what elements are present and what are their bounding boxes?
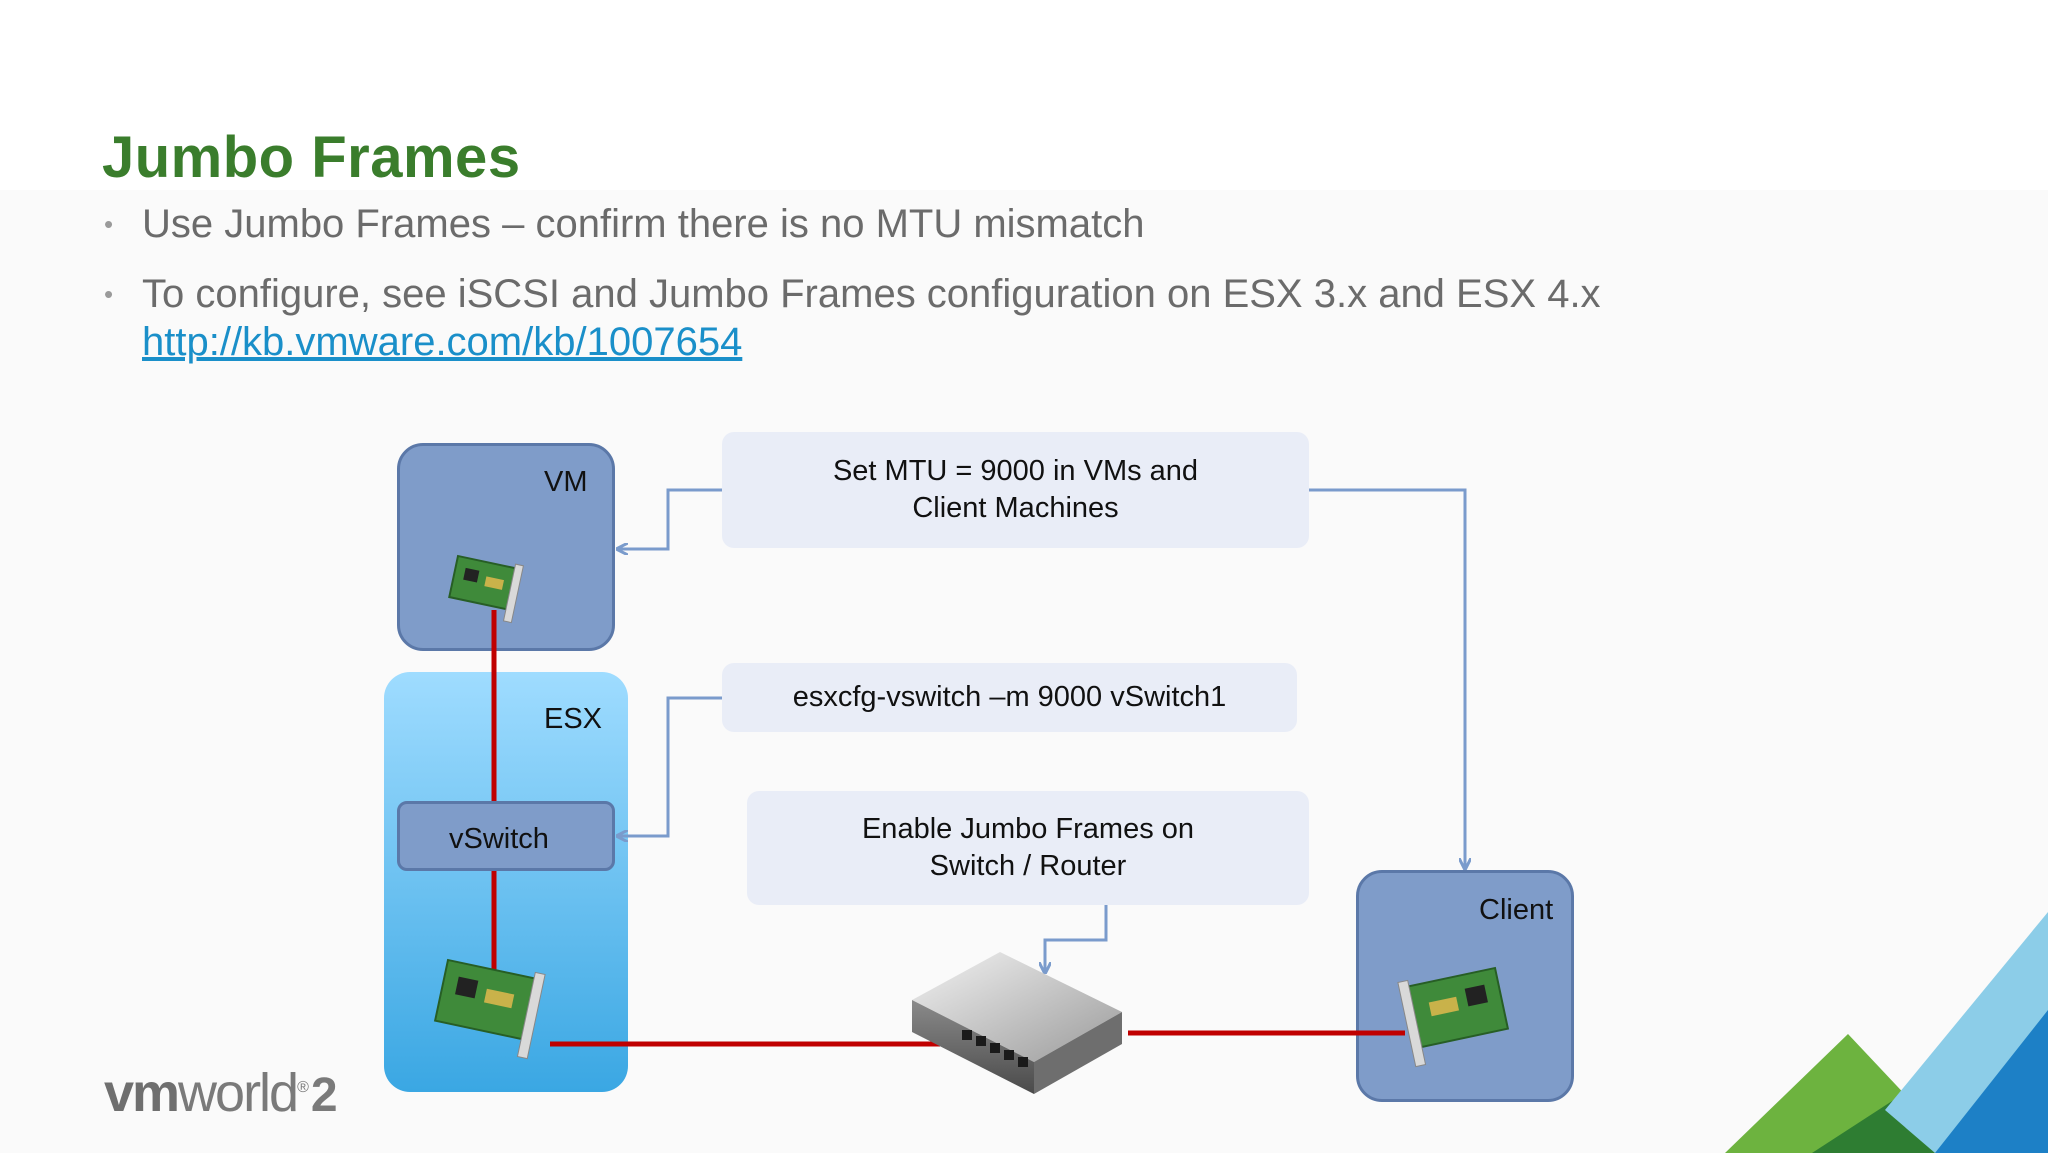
network-cable bbox=[491, 610, 1405, 1047]
nic-card-icon bbox=[1397, 966, 1510, 1068]
bullet-item: • Use Jumbo Frames – confirm there is no… bbox=[102, 200, 1902, 248]
callout-arrow bbox=[618, 488, 1465, 972]
vswitch-label: vSwitch bbox=[449, 823, 549, 855]
nic-card-icon bbox=[433, 958, 546, 1060]
bullet-text: To configure, see iSCSI and Jumbo Frames… bbox=[142, 272, 1601, 316]
bullet-item: • To configure, see iSCSI and Jumbo Fram… bbox=[102, 270, 1902, 366]
vm-label: VM bbox=[544, 466, 588, 498]
mtu-callout: Set MTU = 9000 in VMs and Client Machine… bbox=[722, 432, 1309, 548]
client-label: Client bbox=[1479, 894, 1554, 926]
vswitch-box bbox=[397, 801, 615, 871]
switch-callout: Enable Jumbo Frames on Switch / Router bbox=[747, 791, 1309, 905]
bullet-dot: • bbox=[104, 279, 114, 309]
bullet-text: Use Jumbo Frames – confirm there is no M… bbox=[142, 202, 1145, 246]
bullet-list: • Use Jumbo Frames – confirm there is no… bbox=[102, 200, 1902, 388]
slide-title: Jumbo Frames bbox=[102, 125, 521, 190]
kb-link[interactable]: http://kb.vmware.com/kb/1007654 bbox=[142, 320, 743, 364]
network-switch-icon bbox=[912, 952, 1122, 1094]
vmworld-logo: vmworld®2 bbox=[104, 1063, 338, 1123]
corner-accent bbox=[1725, 912, 2048, 1153]
nic-card-icon bbox=[448, 554, 524, 624]
bullet-dot: • bbox=[104, 209, 114, 239]
esx-label: ESX bbox=[544, 703, 603, 735]
vswitch-command-callout: esxcfg-vswitch –m 9000 vSwitch1 bbox=[722, 663, 1297, 732]
